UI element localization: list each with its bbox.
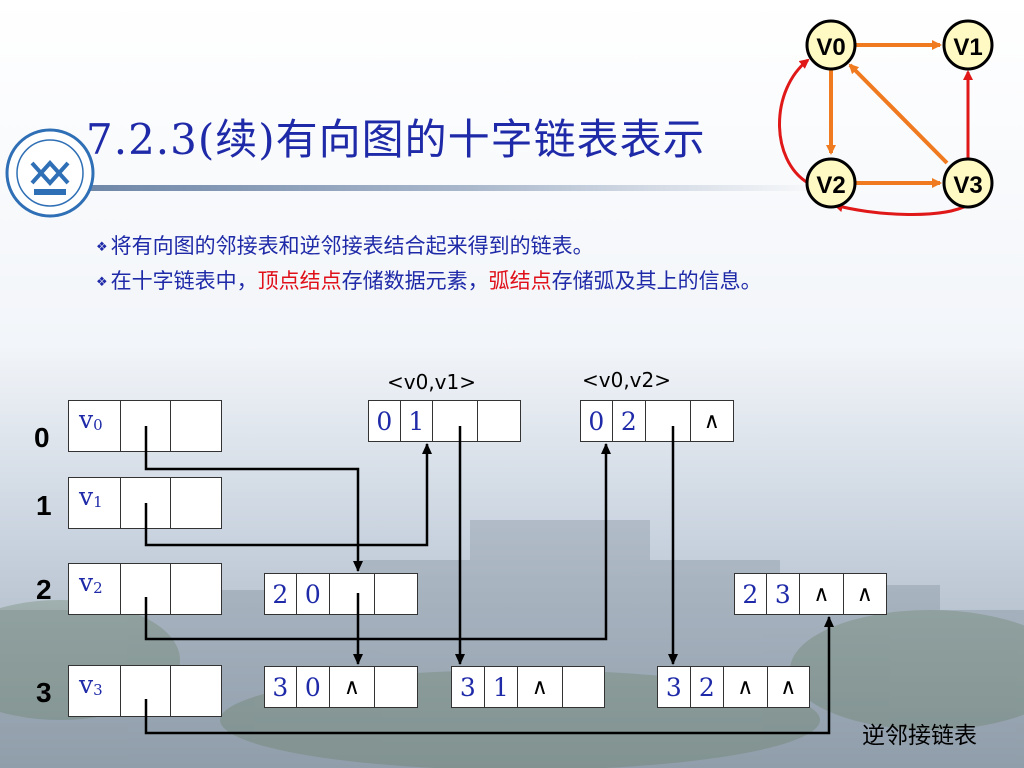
arc-node-2-0: 2 0	[264, 573, 418, 615]
svg-text:V0: V0	[816, 34, 845, 61]
arc-node-0-1: 0 1	[368, 400, 521, 442]
graph-node-v2: V2	[805, 157, 857, 209]
firstin-field	[121, 564, 171, 614]
arc-node-3-2: 3 2 ∧ ∧	[657, 666, 810, 708]
svg-text:V2: V2	[816, 172, 845, 199]
page-title: 7.2.3(续)有向图的十字链表表示	[86, 115, 706, 164]
vertex-index-2: 2	[36, 574, 52, 605]
svg-text:V3: V3	[953, 172, 982, 199]
firstin-field	[121, 478, 171, 528]
reverse-adjacency-caption: 逆邻接链表	[862, 723, 977, 749]
graph-node-v1: V1	[942, 19, 994, 71]
bullet-2: ❖在十字链表中，顶点结点存储数据元素，弧结点存储弧及其上的信息。	[96, 269, 762, 293]
arc-header-v0-v2: <v0,v2>	[582, 368, 671, 392]
edge-v3-v0	[848, 63, 949, 165]
vertex-index-0: 0	[34, 422, 50, 453]
link-v0-firstin	[144, 426, 363, 572]
arc-node-0-2: 0 2 ∧	[580, 400, 734, 442]
edge-v3-v2	[833, 202, 969, 216]
diamond-bullet-icon: ❖	[96, 275, 108, 290]
graph-node-v0: V0	[805, 19, 857, 71]
firstin-field	[121, 666, 171, 716]
vertex-index-3: 3	[36, 677, 52, 708]
arc-node-3-1: 3 1 ∧	[451, 666, 605, 708]
link-v3-firstin	[144, 616, 834, 735]
arc-header-v0-v1: <v0,v1>	[387, 370, 476, 394]
firstin-field	[121, 401, 171, 451]
link-v1-firstin	[144, 443, 432, 547]
link-v2-firstin	[144, 443, 611, 641]
edge-v2-v0	[778, 58, 810, 185]
arc-node-3-0: 3 0 ∧	[264, 666, 418, 708]
graph-node-v3: V3	[942, 157, 994, 209]
university-logo	[5, 128, 95, 218]
bullet-1: ❖将有向图的邻接表和逆邻接表结合起来得到的链表。	[96, 234, 594, 258]
diamond-bullet-icon: ❖	[96, 240, 108, 255]
svg-text:V1: V1	[953, 34, 982, 61]
arc-node-2-3: 2 3 ∧ ∧	[734, 573, 887, 615]
vertex-index-1: 1	[36, 490, 52, 521]
